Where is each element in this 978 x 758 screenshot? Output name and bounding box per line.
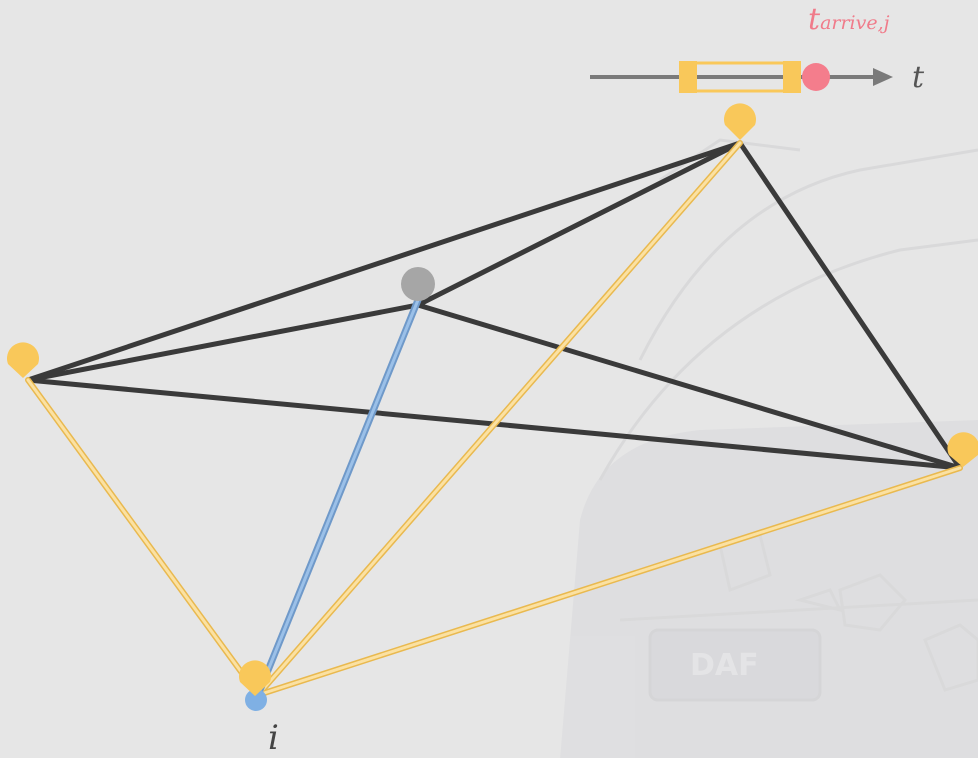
route-edge-i-d (256, 466, 962, 697)
arrow-right-icon (873, 68, 893, 86)
pin-icon (238, 660, 271, 696)
pin-icon (947, 432, 978, 467)
time-window-right-bound (783, 61, 801, 93)
edge-b-d (415, 302, 963, 471)
pin-icon (404, 292, 432, 300)
arrival-time-label: tarrive,j (808, 2, 890, 37)
time-window-left-bound (679, 61, 697, 93)
edge-a-b (25, 302, 421, 383)
truck-watermark: DAF (560, 138, 978, 758)
pin-icon (6, 342, 40, 378)
pin-icon (724, 103, 756, 140)
network-edges (25, 140, 963, 471)
origin-blue-node (245, 689, 267, 711)
origin-node-label: i (268, 718, 279, 758)
blue-edge (254, 296, 422, 699)
route-edge-i-a (26, 378, 260, 697)
edge-a-c (25, 140, 743, 383)
edge-b-c (415, 140, 743, 308)
arrival-time-subscript: arrive,j (820, 12, 890, 34)
arrival-time-base: t (808, 2, 821, 37)
route-edges (25, 140, 963, 698)
route-edge-i-c (256, 141, 742, 697)
arrival-marker (802, 63, 830, 91)
time-axis-label: t (912, 60, 925, 95)
time-axis (590, 61, 893, 93)
svg-text:DAF: DAF (690, 648, 759, 683)
nodes (6, 103, 978, 711)
edge-c-d (737, 140, 963, 471)
